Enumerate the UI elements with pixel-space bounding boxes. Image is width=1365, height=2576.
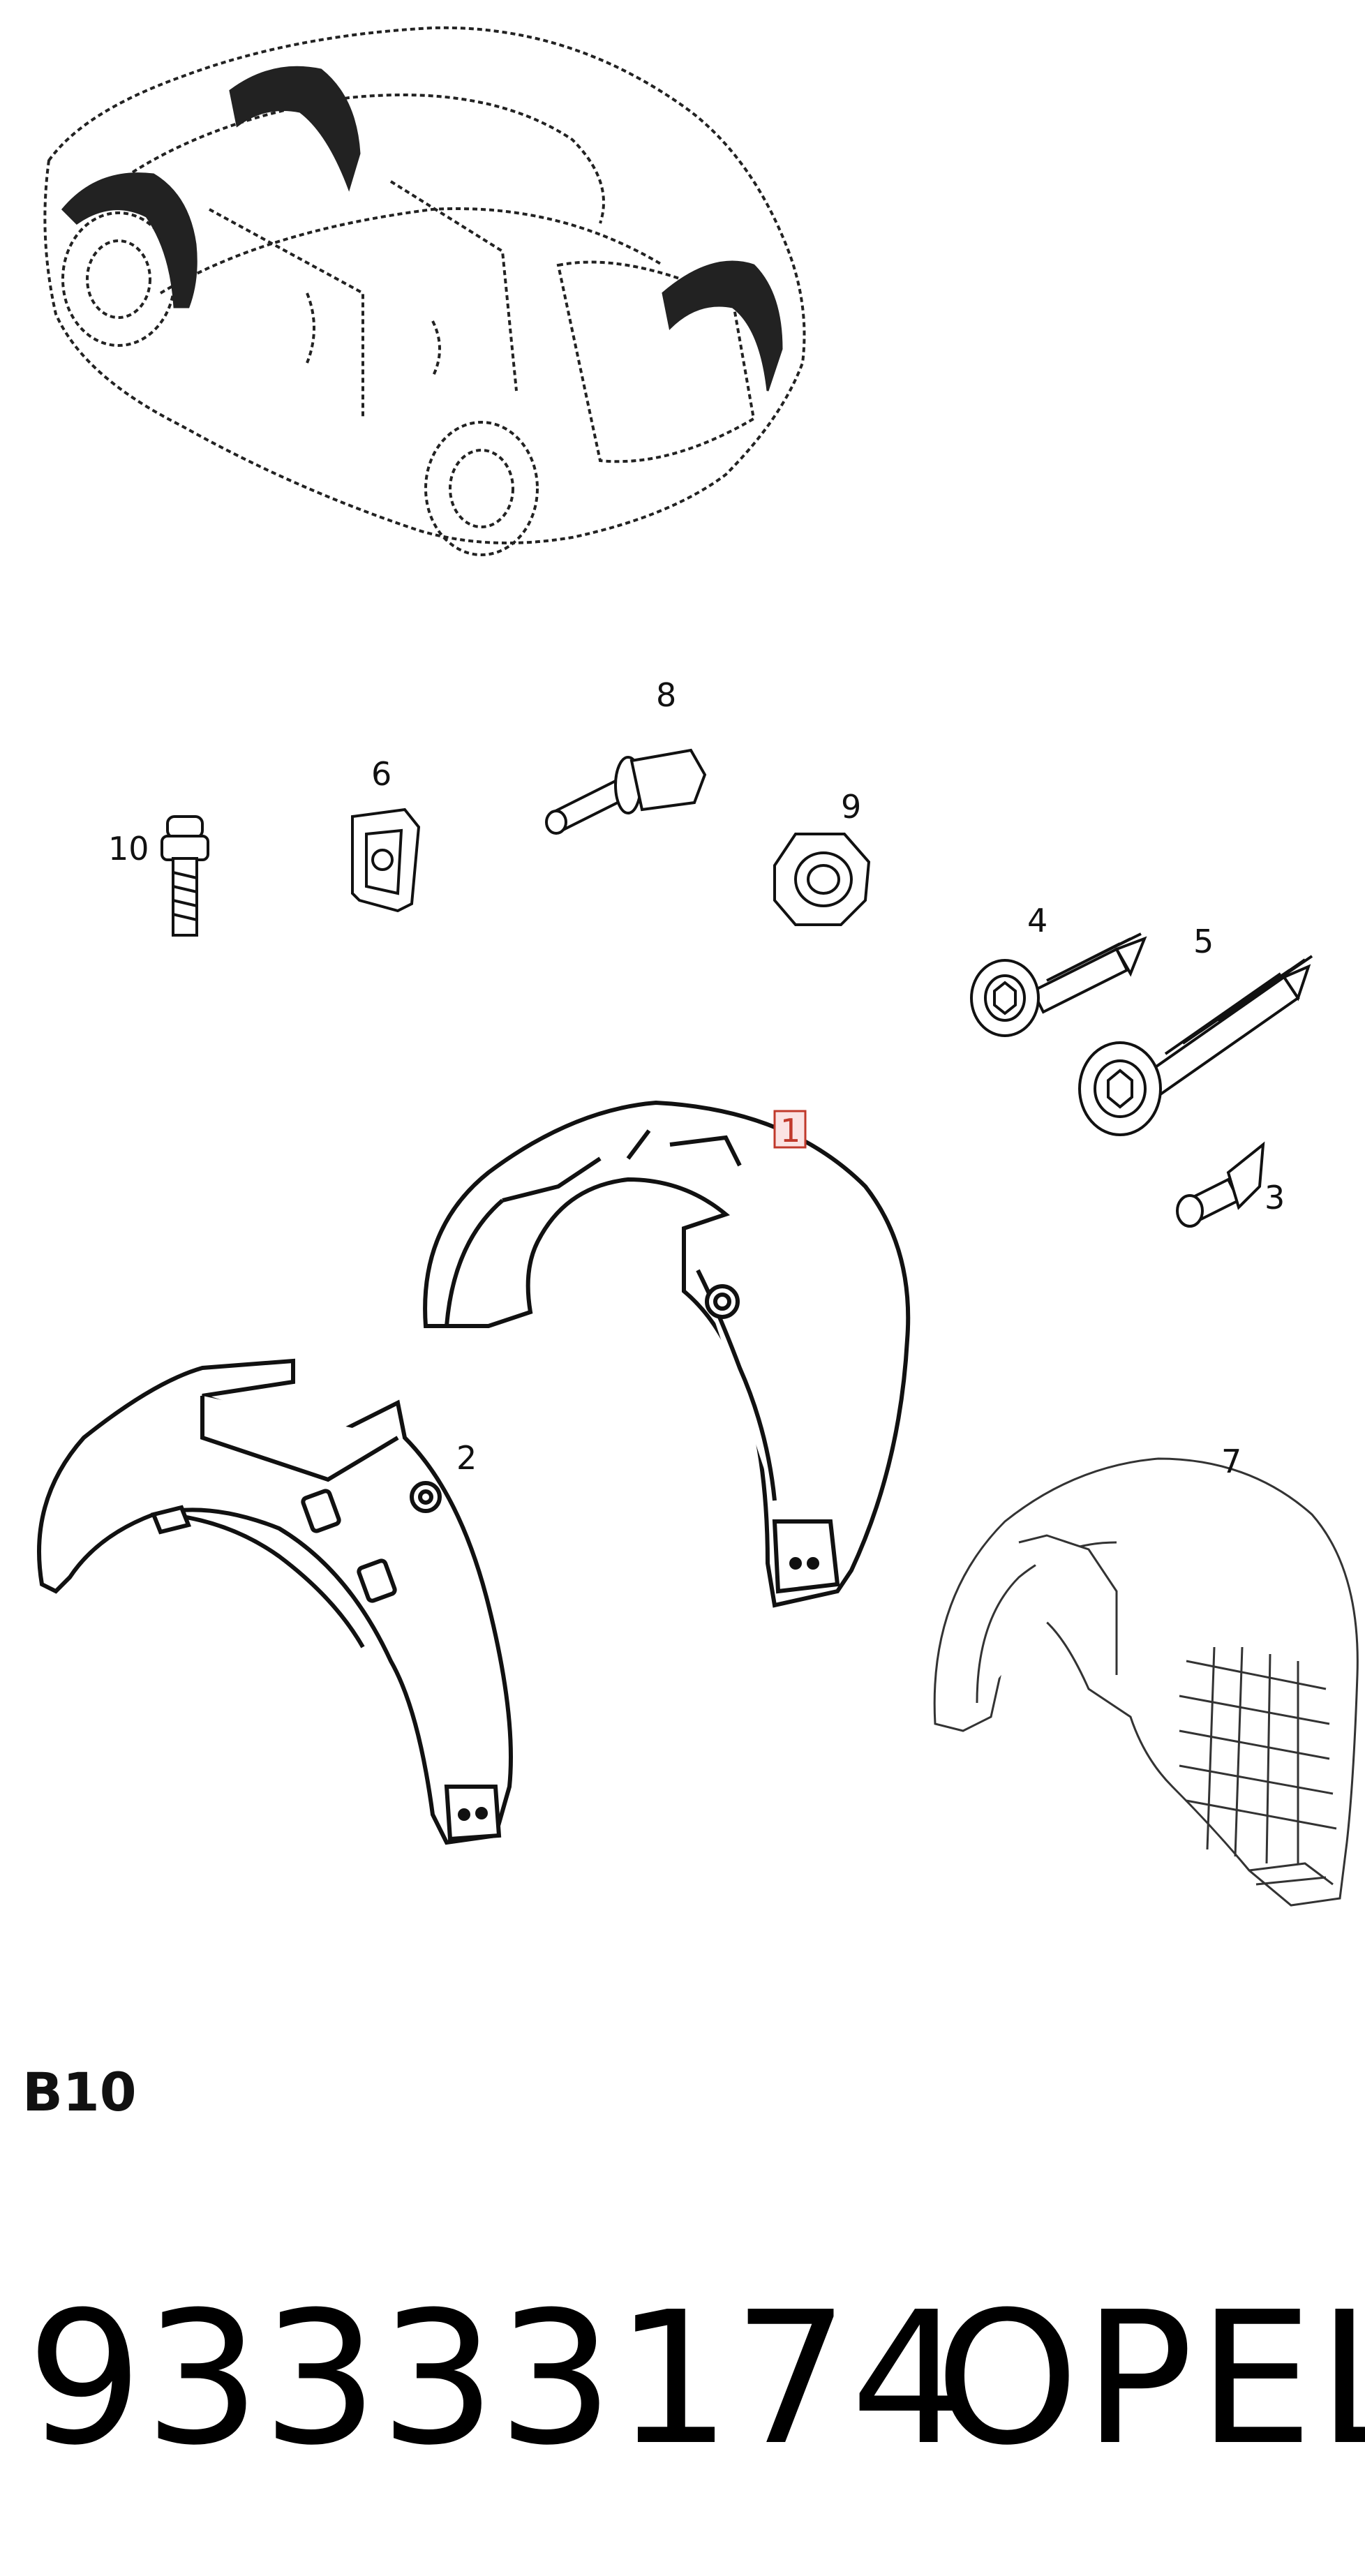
part-5-screw — [1078, 955, 1313, 1136]
part-9-nut — [773, 833, 871, 926]
section-code: B10 — [22, 2061, 137, 2123]
part-7-wheel-liner — [933, 1457, 1359, 1907]
callout-1: 1 — [780, 1112, 800, 1149]
part-number: 93333174 — [27, 2272, 969, 2485]
callout-3: 3 — [1265, 1179, 1285, 1216]
brand-name: OPEL — [935, 2272, 1365, 2485]
part-8-rivet — [545, 748, 707, 835]
callout-1-highlight-box — [773, 1110, 807, 1149]
part-10-stud-bolt — [161, 815, 209, 937]
part-3-pin — [1176, 1141, 1265, 1228]
car-overview — [43, 26, 806, 556]
callout-8: 8 — [656, 676, 676, 714]
callout-2: 2 — [456, 1439, 477, 1477]
callout-6: 6 — [371, 755, 391, 793]
callout-7: 7 — [1221, 1443, 1241, 1480]
callout-5: 5 — [1193, 923, 1214, 960]
car-liner-highlights — [61, 66, 783, 392]
part-4-screw — [970, 932, 1147, 1037]
callout-9: 9 — [841, 788, 861, 826]
part-1-wheel-liner — [423, 1100, 911, 1608]
callout-4: 4 — [1027, 902, 1047, 939]
part-6-clip — [351, 807, 421, 913]
callout-10: 10 — [108, 830, 149, 868]
part-2-wheel-liner — [37, 1358, 513, 1845]
